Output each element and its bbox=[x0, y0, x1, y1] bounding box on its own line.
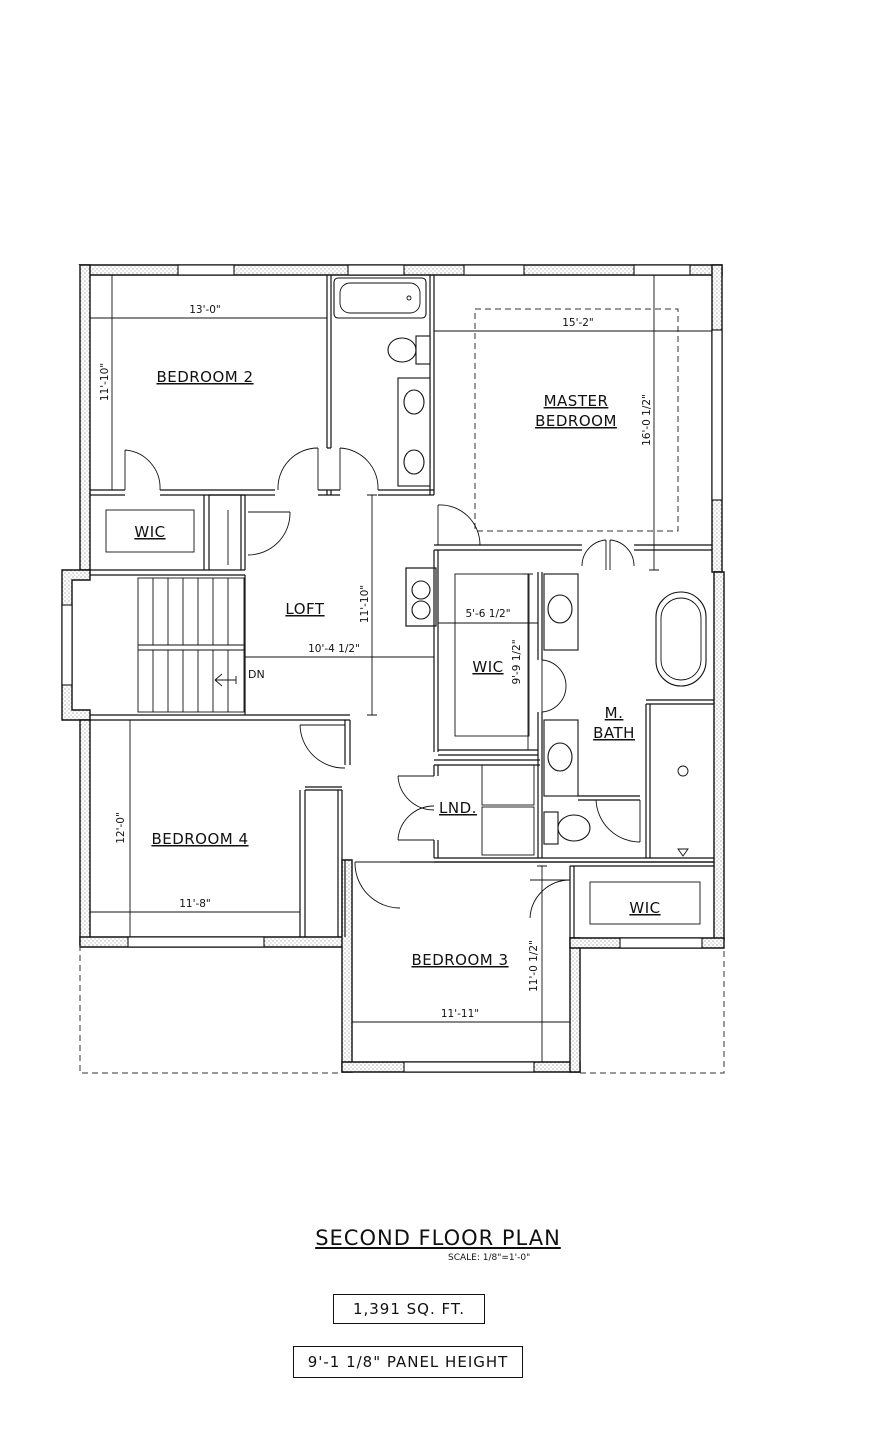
label-wic-bedroom2: WIC bbox=[134, 523, 165, 541]
dim-bed2-depth: 11'-10" bbox=[99, 363, 111, 401]
master-tub bbox=[655, 591, 707, 687]
plan-scale: SCALE: 1/8"=1'-0" bbox=[448, 1253, 531, 1263]
label-wic-master: WIC bbox=[472, 658, 503, 676]
label-mbath-line2: BATH bbox=[593, 724, 635, 742]
label-bedroom3: BEDROOM 3 bbox=[411, 951, 508, 969]
label-wic-bedroom3: WIC bbox=[629, 899, 660, 917]
dim-wic-width: 5'-6 1/2" bbox=[465, 608, 510, 620]
label-master-line1: MASTER bbox=[544, 392, 609, 410]
label-loft: LOFT bbox=[285, 600, 324, 618]
dim-loft-width: 10'-4 1/2" bbox=[308, 643, 360, 655]
wall-right-lower bbox=[713, 571, 725, 941]
dim-loft-depth: 11'-10" bbox=[359, 585, 371, 623]
hall-tub bbox=[333, 277, 427, 319]
fixtures bbox=[333, 277, 707, 857]
plan-title: SECOND FLOOR PLAN bbox=[315, 1226, 561, 1250]
doors bbox=[124, 447, 641, 919]
label-mbath-line1: M. bbox=[605, 704, 624, 722]
dim-wic-depth: 9'-9 1/2" bbox=[511, 639, 523, 684]
label-bedroom2: BEDROOM 2 bbox=[156, 368, 253, 386]
dimension-lines bbox=[89, 274, 713, 1063]
dim-bed2-width: 13'-0" bbox=[189, 304, 221, 316]
wall-left-lower bbox=[79, 719, 91, 946]
label-bedroom4: BEDROOM 4 bbox=[151, 830, 248, 848]
exterior-walls bbox=[61, 264, 725, 1073]
dim-master-width: 15'-2" bbox=[562, 317, 594, 329]
area-box: 1,391 SQ. FT. bbox=[333, 1294, 485, 1324]
dim-bed3-depth: 11'-0 1/2" bbox=[528, 940, 540, 992]
panel-height-box: 9'-1 1/8" PANEL HEIGHT bbox=[293, 1346, 523, 1378]
dim-master-depth: 16'-0 1/2" bbox=[641, 394, 653, 446]
label-laundry: LND. bbox=[439, 799, 477, 817]
master-tray-ceiling bbox=[474, 308, 679, 532]
wall-bed3-right bbox=[569, 937, 581, 1073]
dim-bed3-width: 11'-11" bbox=[441, 1008, 479, 1020]
dim-bed4-depth: 12'-0" bbox=[115, 812, 127, 844]
dim-bed4-width: 11'-8" bbox=[179, 898, 211, 910]
wall-bed3-left bbox=[341, 859, 353, 1073]
staircase bbox=[137, 577, 245, 713]
label-stair-down: DN bbox=[248, 668, 265, 681]
wall-left-upper bbox=[79, 264, 91, 571]
label-master-line2: BEDROOM bbox=[535, 412, 617, 430]
lower-floor-outline bbox=[79, 945, 725, 1074]
windows bbox=[61, 264, 723, 1073]
